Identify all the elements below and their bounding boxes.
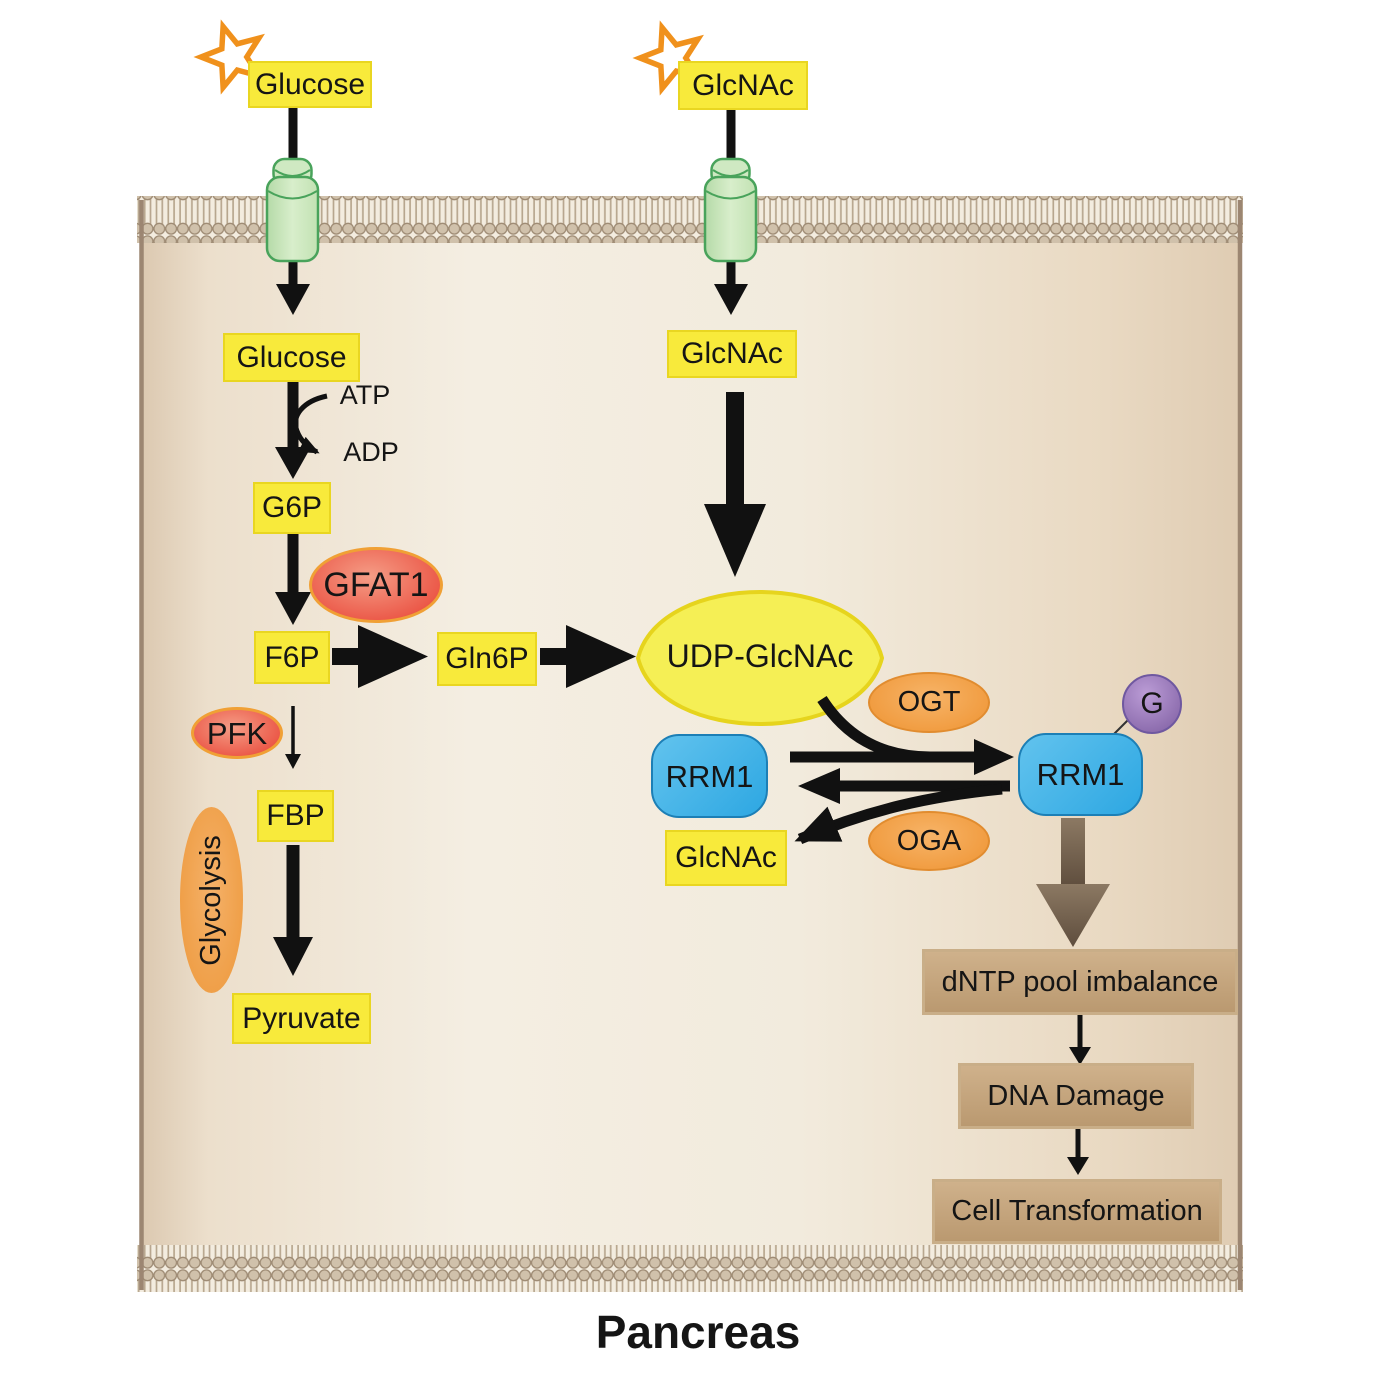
extracellular-glcnac-label: GlcNAc: [678, 61, 808, 110]
plasma-membrane-top: [137, 196, 1243, 243]
dntp-to-dna-arrow: [1069, 1013, 1091, 1065]
dna-to-transformation-arrow: [1067, 1128, 1089, 1175]
ogt-enzyme: OGT: [868, 672, 990, 733]
plasma-membrane-bottom: [137, 1245, 1243, 1292]
dna-damage-box: DNA Damage: [958, 1063, 1194, 1129]
glcnac-to-udp-arrow: [704, 392, 766, 577]
glcnac-star-icon: [632, 20, 705, 96]
rrm1-to-dntp-arrow: [1036, 818, 1110, 947]
oga-reverse-arrow: [794, 768, 1010, 845]
cell-transformation-box: Cell Transformation: [932, 1179, 1222, 1244]
pyruvate-label: Pyruvate: [232, 993, 371, 1044]
cytosolic-glcnac-label: GlcNAc: [667, 330, 797, 378]
atp-label: ATP: [339, 379, 391, 410]
oga-enzyme: OGA: [868, 811, 990, 871]
glucose-star-icon: [193, 19, 266, 95]
rrm1-glycosylated-protein: RRM1: [1018, 733, 1143, 816]
ogt-forward-arrow: [790, 695, 1014, 775]
glucose-transporter-icon: [265, 157, 320, 263]
gln6p-to-udp-arrow: [540, 625, 636, 688]
udp-glcnac-label: UDP-GlcNAc: [666, 638, 854, 674]
f6p-to-fbp-arrow: [285, 706, 301, 769]
gfat1-enzyme: GFAT1: [309, 547, 443, 623]
rrm1-protein: RRM1: [651, 734, 768, 818]
glucose-to-g6p-arrow: [275, 382, 311, 479]
glcnac-moiety-badge: G: [1122, 674, 1182, 734]
cytosolic-glucose-label: Glucose: [223, 333, 360, 382]
atp-adp-arrow: [293, 393, 328, 455]
released-glcnac-label: GlcNAc: [665, 830, 787, 886]
f6p-label: F6P: [254, 631, 330, 684]
g6p-to-f6p-arrow: [275, 533, 311, 625]
extracellular-glucose-label: Glucose: [248, 61, 372, 108]
f6p-to-gln6p-arrow: [332, 625, 428, 688]
fbp-label: FBP: [257, 790, 334, 842]
pfk-enzyme: PFK: [191, 707, 283, 759]
adp-label: ADP: [343, 436, 399, 467]
udp-glcnac-shape: [635, 590, 885, 726]
diagram-title: Pancreas: [595, 1306, 801, 1358]
g6p-label: G6P: [253, 482, 331, 534]
fbp-to-pyruvate-arrow: [273, 845, 313, 976]
glcnac-transporter-icon: [703, 157, 758, 263]
dntp-imbalance-box: dNTP pool imbalance: [922, 949, 1238, 1015]
gln6p-label: Gln6P: [437, 632, 537, 686]
glycolysis-pathway-label: Glycolysis: [180, 807, 243, 993]
